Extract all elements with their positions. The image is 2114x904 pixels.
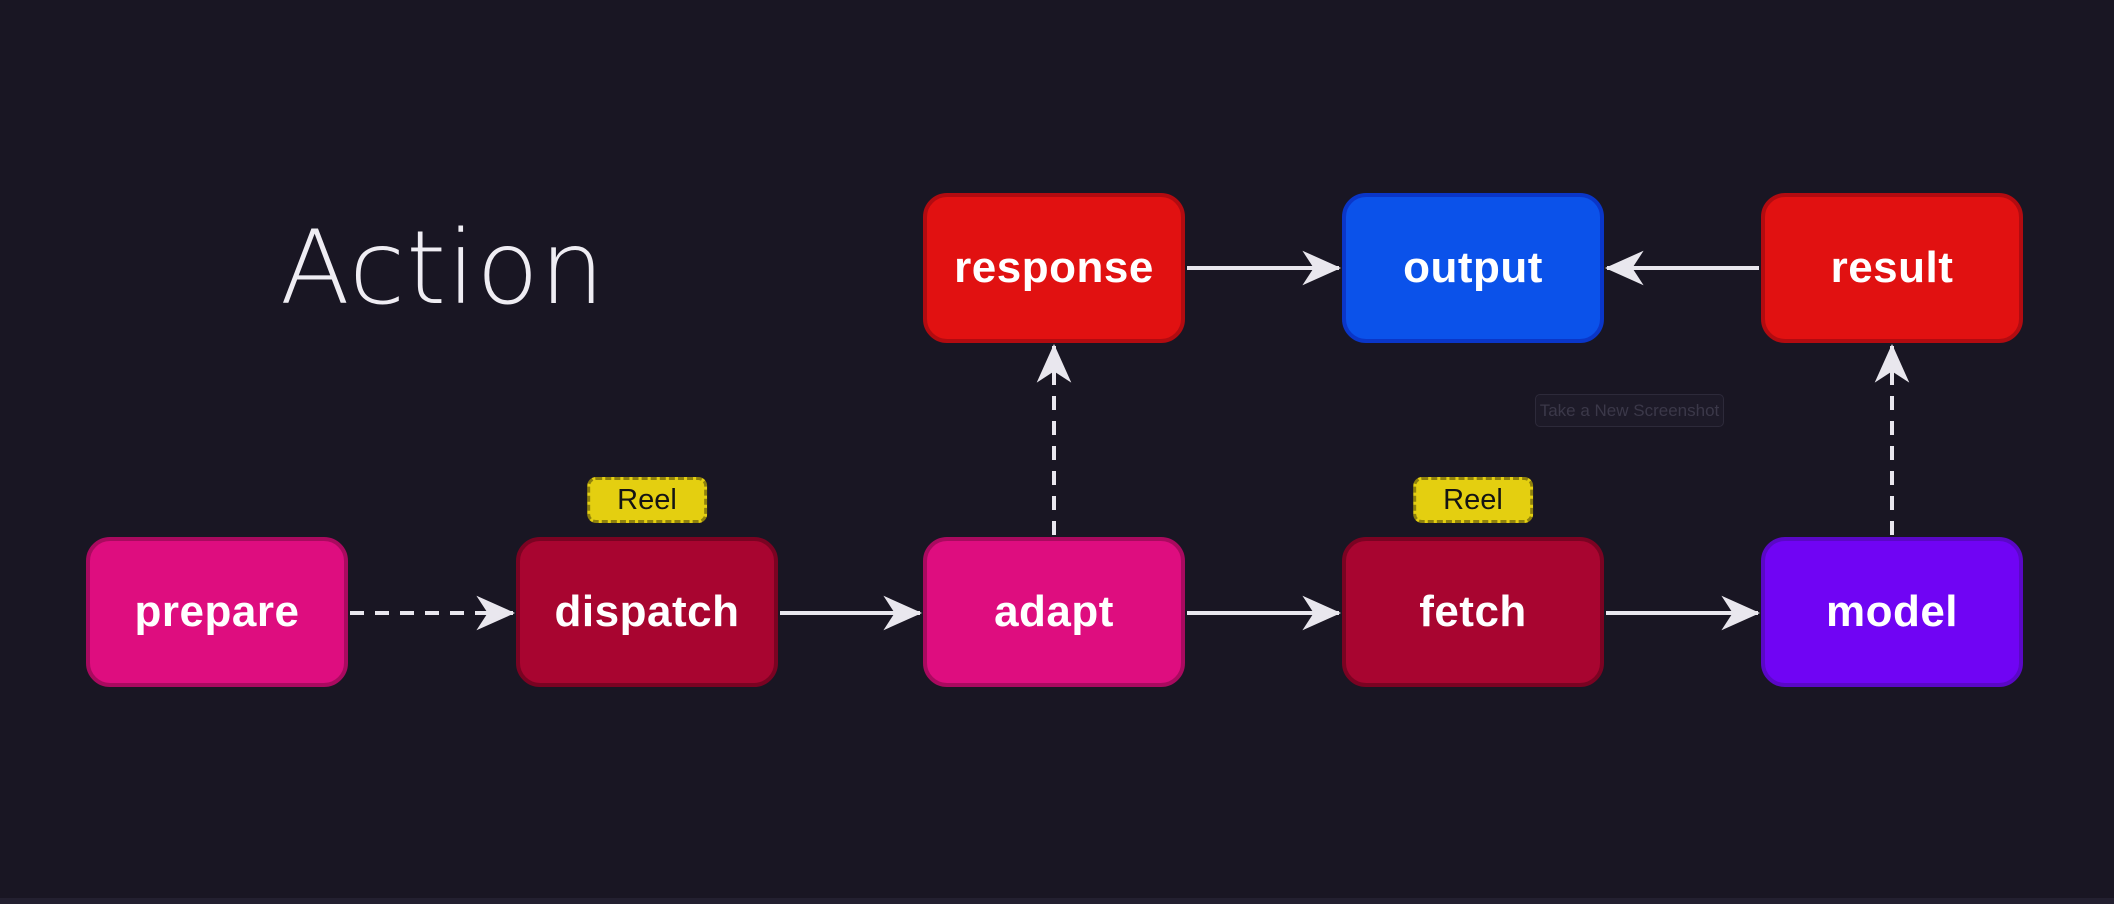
node-prepare-label: prepare <box>134 587 300 636</box>
reel-badge-fetch-label: Reel <box>1443 484 1503 516</box>
reel-badge-fetch[interactable]: Reel <box>1413 477 1533 523</box>
node-fetch[interactable]: fetch <box>1342 537 1604 687</box>
reel-badge-dispatch[interactable]: Reel <box>587 477 707 523</box>
node-dispatch-label: dispatch <box>554 587 740 636</box>
bottom-edge-strip <box>0 898 2114 904</box>
node-model[interactable]: model <box>1761 537 2023 687</box>
node-output[interactable]: output <box>1342 193 1604 343</box>
node-result-label: result <box>1830 243 1954 292</box>
node-adapt[interactable]: adapt <box>923 537 1185 687</box>
node-result[interactable]: result <box>1761 193 2023 343</box>
diagram-title: Action <box>280 209 606 328</box>
node-fetch-label: fetch <box>1419 587 1527 636</box>
node-dispatch[interactable]: dispatch <box>516 537 778 687</box>
node-output-label: output <box>1403 243 1543 292</box>
reel-badge-dispatch-label: Reel <box>617 484 677 516</box>
node-response[interactable]: response <box>923 193 1185 343</box>
take-new-screenshot-button[interactable]: Take a New Screenshot <box>1535 394 1724 427</box>
node-response-label: response <box>954 243 1154 292</box>
node-model-label: model <box>1825 587 1959 636</box>
node-adapt-label: adapt <box>994 587 1114 636</box>
node-prepare[interactable]: prepare <box>86 537 348 687</box>
